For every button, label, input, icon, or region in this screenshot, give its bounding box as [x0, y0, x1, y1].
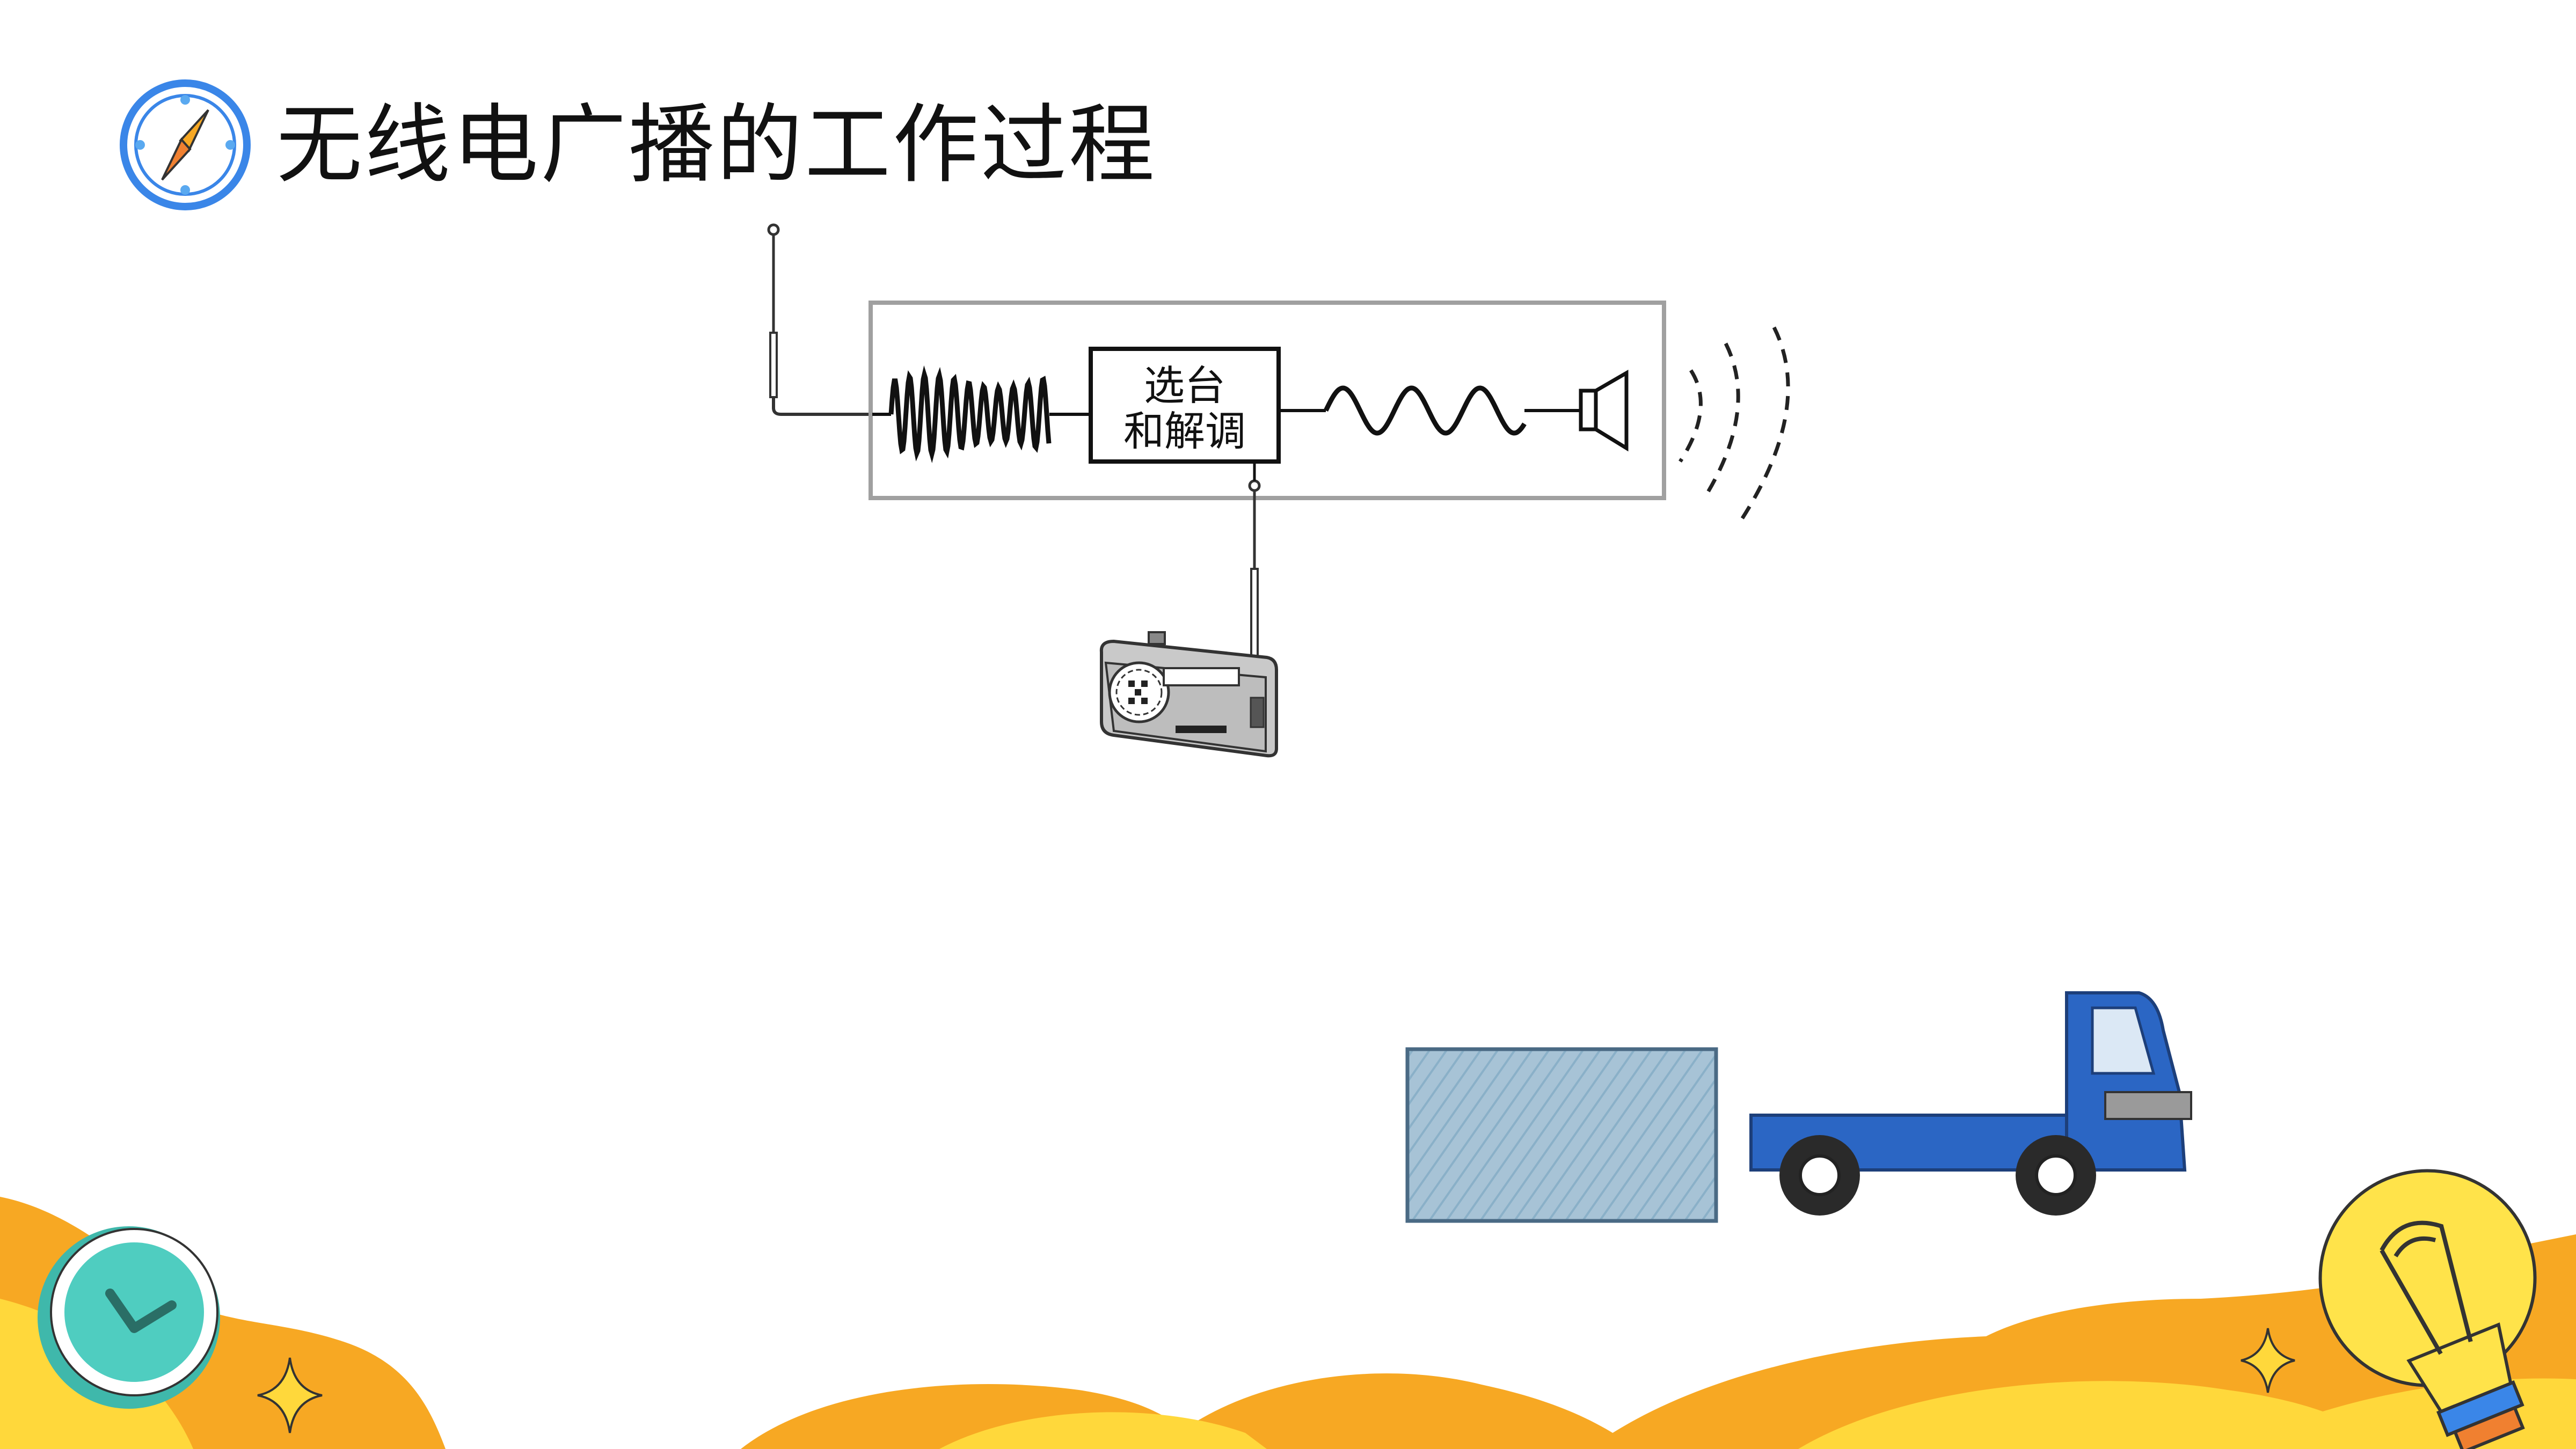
- truck-cargo: [1405, 1047, 1718, 1223]
- sound-waves: [1679, 326, 1790, 524]
- radio-icon: [1099, 631, 1278, 758]
- receiver-frame: [869, 301, 1666, 500]
- tuner-box: [1089, 347, 1281, 464]
- speaker-icon: [1579, 369, 1629, 452]
- modulated-wave: [888, 365, 1052, 463]
- slide-title: 无线电广播的工作过程: [276, 94, 1157, 195]
- tuner-label-line2: 和解调: [1123, 407, 1246, 455]
- tuner-label-line1: 选台: [1144, 362, 1225, 409]
- receiving-antenna: [767, 223, 891, 416]
- audio-wave: [1323, 385, 1527, 436]
